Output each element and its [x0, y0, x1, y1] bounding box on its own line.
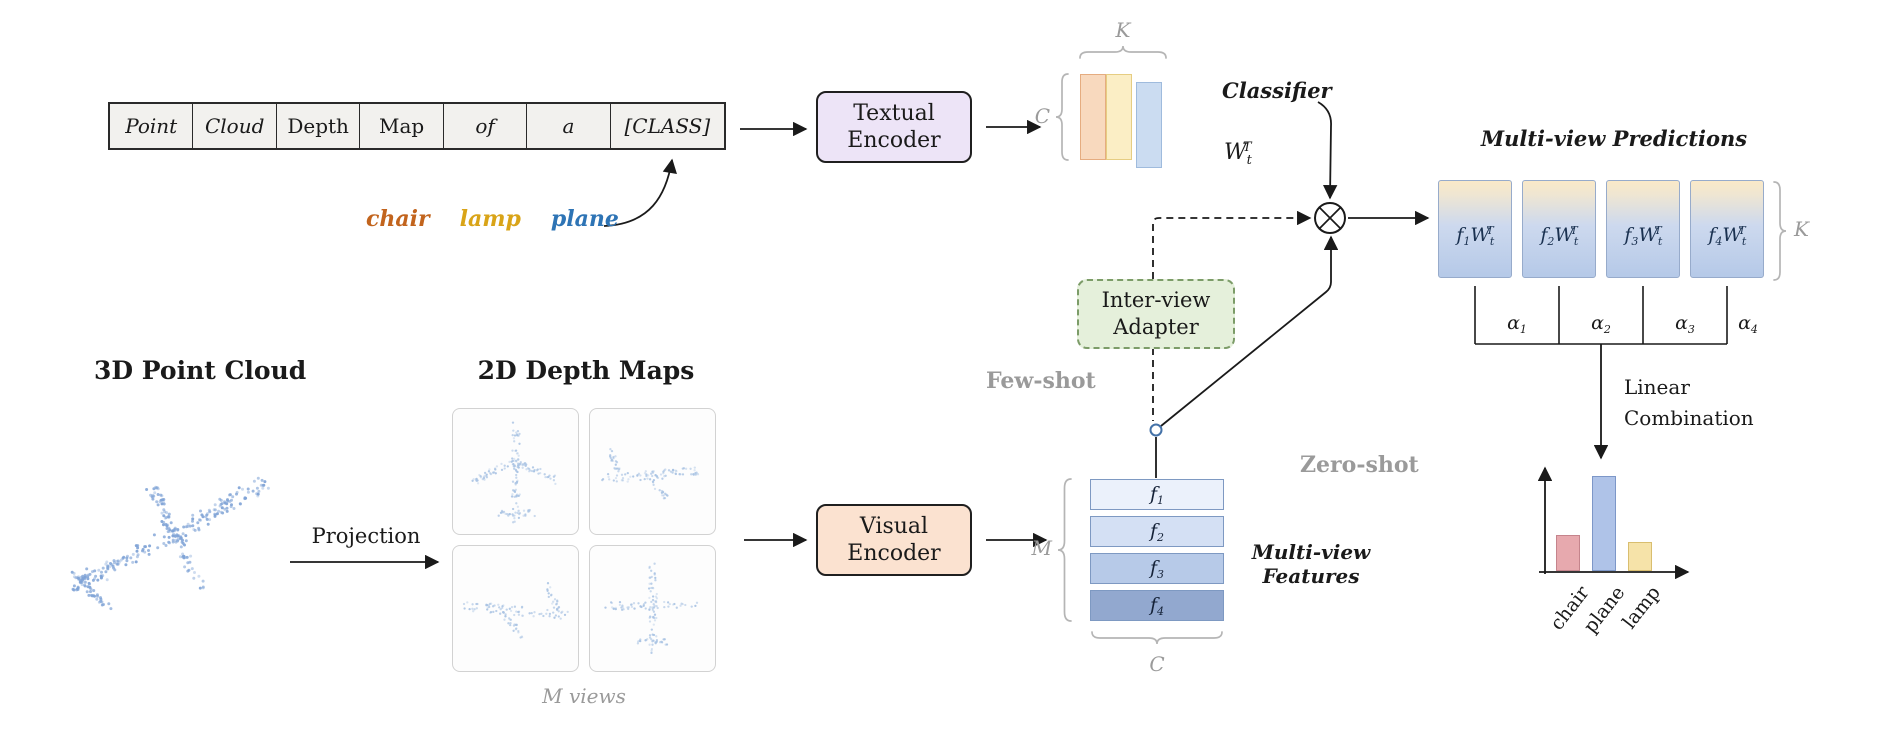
few-shot-label: Few-shot — [986, 368, 1096, 394]
dimension-brace — [1773, 181, 1787, 281]
weight-sup: T — [1242, 140, 1252, 155]
visual-encoder-label: Visual Encoder — [847, 513, 941, 567]
features-stack: f1 f2 f3 f4 — [1090, 479, 1224, 627]
feature-label: f2 — [1149, 519, 1165, 544]
depth-map-view-1 — [452, 408, 579, 535]
prediction-box-1: f1WtT — [1438, 180, 1512, 278]
feature-bar-4: f4 — [1090, 590, 1224, 621]
class-word-lamp: lamp — [459, 206, 521, 232]
alpha-4: α4 — [1738, 312, 1758, 336]
feature-bar-2: f2 — [1090, 516, 1224, 547]
prediction-label: f4WtT — [1708, 224, 1747, 248]
prediction-box-4: f4WtT — [1690, 180, 1764, 278]
point-cloud-scatter — [70, 476, 270, 611]
dimension-brace — [1091, 631, 1223, 645]
depth-view-dots — [471, 421, 557, 524]
prompt-cell: Cloud — [193, 104, 277, 148]
classifier-dim-k: K — [1115, 18, 1131, 42]
prediction-box-2: f2WtT — [1522, 180, 1596, 278]
classifier-weight: WtT — [1224, 140, 1252, 168]
prediction-label: f1WtT — [1456, 224, 1495, 248]
inter-view-adapter-label: Inter-view Adapter — [1101, 287, 1211, 339]
textual-encoder-box: Textual Encoder — [816, 91, 972, 163]
prediction-label: f3WtT — [1624, 224, 1663, 248]
depth-map-view-4 — [589, 545, 716, 672]
mode-switch-icon — [1149, 423, 1163, 437]
prompt-cell: a — [527, 104, 611, 148]
class-word-plane: plane — [550, 206, 619, 232]
prompt-cell-class-token: [CLASS] — [624, 114, 711, 138]
depth-maps-title: 2D Depth Maps — [477, 356, 695, 385]
class-to-prompt-arrow — [603, 158, 677, 227]
m-views-label: M views — [542, 684, 626, 708]
zeroshot-line — [1160, 235, 1339, 427]
feature-bar-3: f3 — [1090, 553, 1224, 584]
prompt-cell: Map — [360, 104, 444, 148]
classifier-bar-orange — [1080, 74, 1106, 160]
point-cloud-dots — [70, 476, 270, 611]
chart-bar-plane — [1592, 476, 1616, 571]
features-dim-m: M — [1031, 536, 1052, 560]
chart-bar-lamp — [1628, 542, 1652, 571]
feature-label: f1 — [1149, 482, 1165, 507]
class-words: chair lamp plane — [366, 206, 619, 232]
classifier-bars — [1080, 74, 1170, 174]
feature-label: f4 — [1149, 593, 1165, 618]
classifier-bar-blue — [1136, 82, 1162, 168]
alpha-1: α1 — [1507, 312, 1527, 336]
weight-base: W — [1224, 140, 1247, 165]
chart-bar-chair — [1556, 535, 1580, 571]
textual-encoder-label: Textual Encoder — [847, 100, 941, 154]
feature-bar-1: f1 — [1090, 479, 1224, 510]
weight-sub: t — [1246, 153, 1252, 168]
dimension-brace — [1055, 73, 1069, 161]
predictions-title: Multi-view Predictions — [1480, 126, 1748, 151]
zero-shot-label: Zero-shot — [1300, 452, 1419, 478]
classifier-to-otimes-arrow — [1317, 101, 1338, 200]
prompt-cell: of — [444, 104, 528, 148]
prompt-cell: Point — [110, 104, 194, 148]
depth-view-dots — [604, 562, 699, 655]
projection-label: Projection — [311, 524, 421, 548]
alpha-2: α2 — [1591, 312, 1611, 336]
predictions-dim-k: K — [1794, 217, 1809, 241]
prediction-label: f2WtT — [1540, 224, 1579, 248]
otimes-operator-icon — [1314, 202, 1346, 234]
depth-map-view-2 — [589, 408, 716, 535]
class-word-chair: chair — [366, 206, 430, 232]
dimension-brace — [1057, 478, 1072, 622]
depth-map-view-3 — [452, 545, 579, 672]
feature-label: f3 — [1149, 556, 1165, 581]
prediction-box-3: f3WtT — [1606, 180, 1680, 278]
fewshot-dashed-arrow — [1152, 210, 1312, 279]
alpha-3: α3 — [1675, 312, 1695, 336]
classifier-bar-yellow — [1106, 74, 1132, 160]
linear-combination-label: Linear Combination — [1624, 375, 1754, 430]
dimension-brace — [1079, 45, 1167, 59]
prompt-cell: Depth — [277, 104, 361, 148]
inter-view-adapter-box: Inter-view Adapter — [1077, 279, 1235, 349]
classifier-dim-c: C — [1034, 104, 1050, 128]
point-cloud-title: 3D Point Cloud — [94, 356, 307, 385]
prompt-table: Point Cloud Depth Map of a [CLASS] — [108, 102, 726, 150]
classifier-label: Classifier — [1222, 78, 1332, 103]
visual-encoder-box: Visual Encoder — [816, 504, 972, 576]
depth-view-dots — [601, 448, 700, 500]
features-title: Multi-view Features — [1251, 540, 1371, 588]
features-dim-c: C — [1149, 652, 1165, 676]
depth-view-dots — [462, 582, 569, 639]
